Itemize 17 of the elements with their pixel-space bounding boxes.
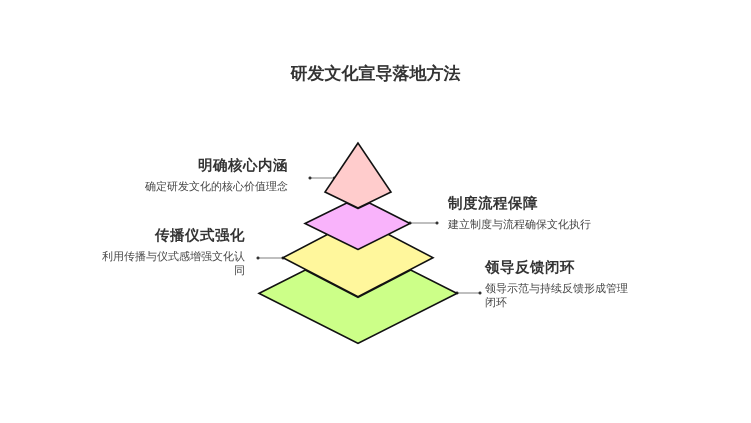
leader-line <box>408 222 438 224</box>
leader-line <box>256 256 284 260</box>
step-description: 领导示范与持续反馈形成管理闭环 <box>485 282 629 310</box>
step-heading: 明确核心内涵 <box>197 156 288 176</box>
step-description: 利用传播与仪式感增强文化认同 <box>101 250 245 278</box>
kite-shape <box>324 142 392 209</box>
leader-line <box>456 292 482 294</box>
diamond-layer <box>258 268 458 344</box>
diamond-layer <box>304 202 411 250</box>
diamond-layer <box>282 233 434 298</box>
step-description: 建立制度与流程确保文化执行 <box>448 218 592 232</box>
diagram-title: 研发文化宣导落地方法 <box>289 63 462 85</box>
step-heading: 制度流程保障 <box>448 194 539 214</box>
leader-line <box>308 176 336 180</box>
step-description: 确定研发文化的核心价值理念 <box>144 180 288 194</box>
step-heading: 传播仪式强化 <box>154 226 245 246</box>
step-heading: 领导反馈闭环 <box>485 258 576 278</box>
